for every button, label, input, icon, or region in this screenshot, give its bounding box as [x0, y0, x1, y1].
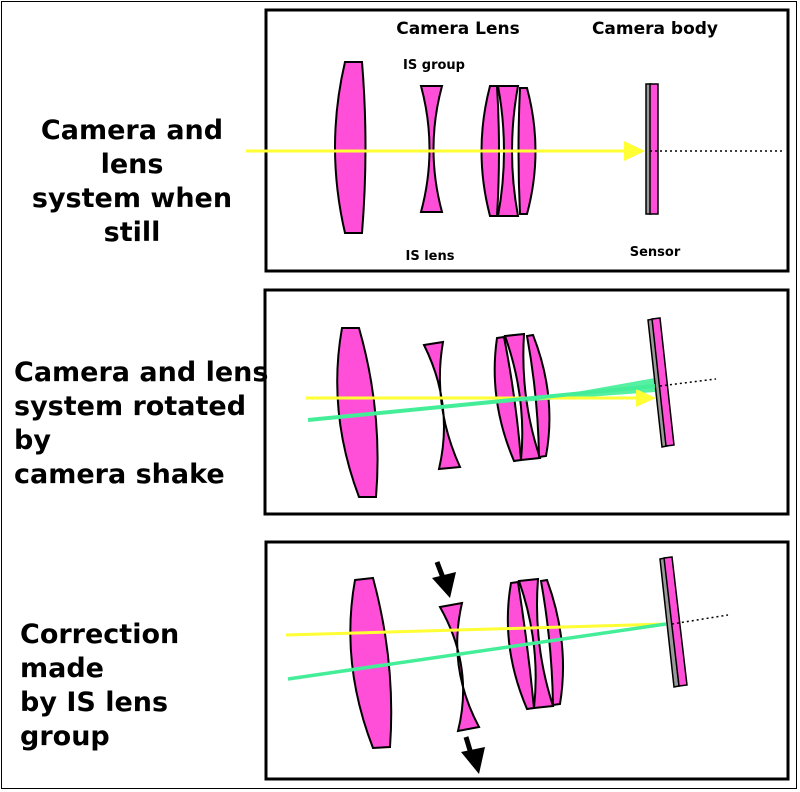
- label-is-lens: IS lens: [406, 249, 455, 264]
- green-ray-corrected: [287, 622, 667, 681]
- sensor: [649, 83, 659, 215]
- panel-correction: [264, 540, 790, 781]
- label-camera-body: Camera body: [592, 19, 718, 39]
- is-lens-shifted: [438, 601, 481, 733]
- front-lens-rotated: [336, 327, 379, 498]
- panel-still-box: [264, 8, 790, 273]
- panel-still: Camera Lens Camera body IS group IS lens…: [246, 8, 790, 273]
- yellow-ray-rotated-arrowhead: [636, 389, 656, 407]
- shift-arrow-top-head: [432, 572, 456, 598]
- caption-correction: Correction made by IS lens group: [20, 619, 180, 752]
- sensor-corrected: [663, 556, 688, 687]
- optical-axis-rotated-dotted: [659, 378, 717, 387]
- front-lens-corrected: [349, 576, 393, 750]
- rear-lens-3-corrected: [539, 578, 564, 707]
- label-sensor: Sensor: [630, 245, 681, 260]
- sensor-rotated: [651, 317, 675, 447]
- panel-rotated: [263, 288, 790, 516]
- panel-rotated-box: [263, 288, 790, 516]
- yellow-ray-arrowhead: [624, 141, 645, 161]
- yellow-ray-corrected: [285, 622, 667, 637]
- label-camera-lens: Camera Lens: [396, 19, 520, 39]
- front-lens: [334, 61, 367, 234]
- caption-still: Camera and lens system when still: [31, 115, 233, 248]
- label-is-group: IS group: [403, 58, 465, 73]
- shift-arrow-bottom-head: [461, 747, 485, 774]
- is-lens: [419, 85, 444, 213]
- panel-correction-box: [264, 540, 790, 781]
- caption-rotated: Camera and lens system rotated by camera…: [14, 357, 269, 490]
- green-ray: [307, 384, 656, 422]
